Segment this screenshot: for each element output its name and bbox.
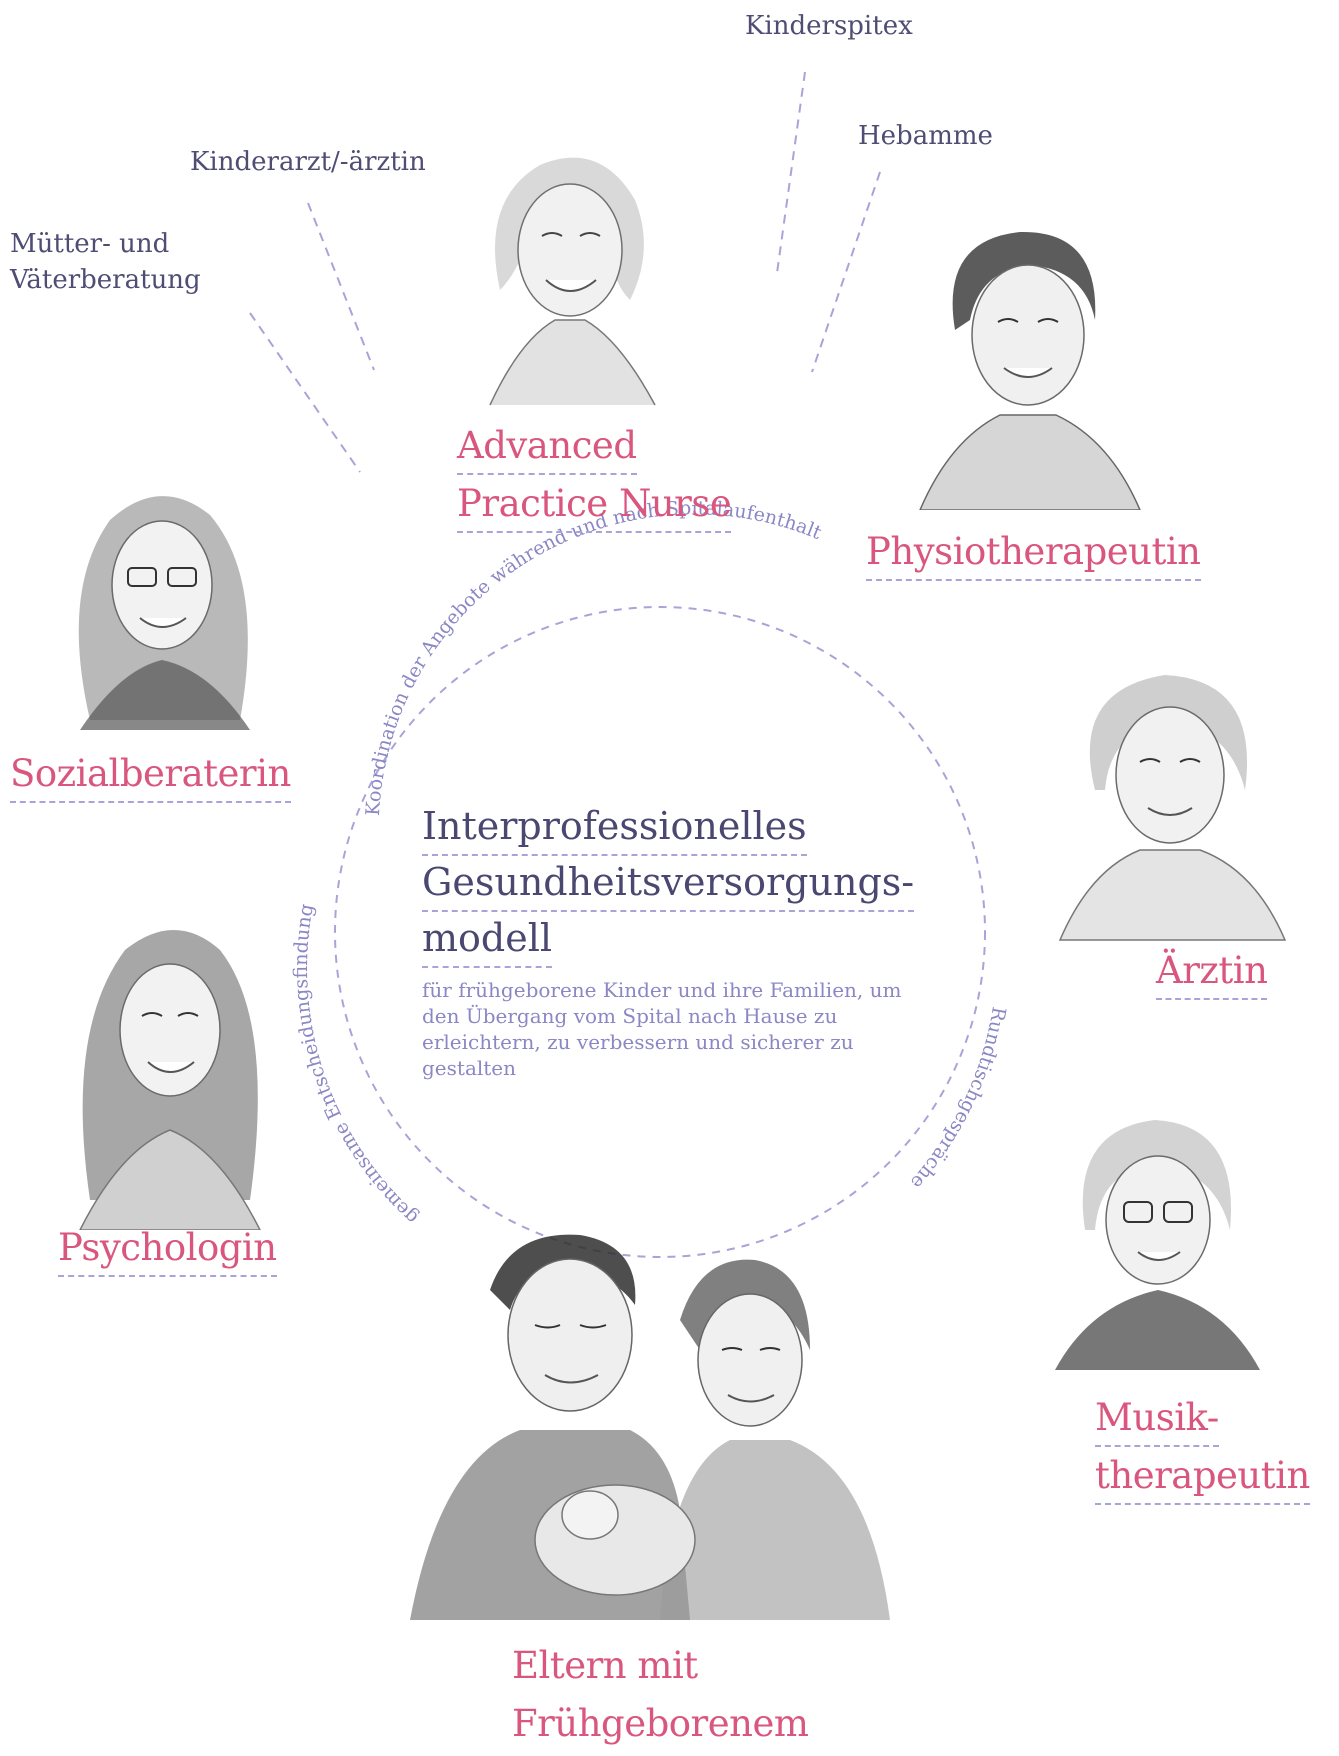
center-subtitle: für frühgeborene Kinder und ihre Familie…	[422, 978, 902, 1080]
role-aerztin: Ärztin	[1156, 945, 1268, 1003]
portrait-psych	[79, 930, 261, 1230]
connector-kinderspitex	[776, 71, 806, 274]
role-sozial-line1: Sozialberaterin	[10, 748, 291, 803]
care-circle	[334, 606, 986, 1258]
portrait-musik	[1055, 1120, 1260, 1370]
role-physiotherapeutin: Physiotherapeutin	[866, 526, 1201, 584]
role-apn-line1: Advanced	[457, 420, 637, 475]
portrait-physio	[919, 231, 1141, 510]
portrait-aerztin	[1058, 675, 1287, 941]
label-kinderspitex: Kinderspitex	[745, 11, 913, 41]
portrait-eltern	[410, 1234, 890, 1620]
role-apn-line2: Practice Nurse	[457, 478, 732, 533]
circle-label-top: Koordination der Angebote während und na…	[362, 497, 825, 816]
role-psychologin: Psychologin	[58, 1222, 277, 1280]
circle-label-right: Rundtischgespräche	[906, 1005, 1010, 1193]
role-sozialberaterin: Sozialberaterin	[10, 748, 291, 806]
label-muetter-line2: Väterberatung	[10, 265, 201, 295]
connector-hebamme	[811, 171, 881, 373]
role-physio-line1: Physiotherapeutin	[866, 526, 1201, 581]
role-musik-line2: therapeutin	[1095, 1450, 1310, 1505]
center-title: Interprofessionelles Gesundheitsversorgu…	[422, 800, 915, 968]
role-musik-line1: Musik-	[1095, 1392, 1219, 1447]
portrait-sozial	[78, 496, 250, 730]
connector-muetter	[249, 312, 361, 473]
center-title-line1: Interprofessionelles	[422, 800, 807, 856]
center-title-line2: Gesundheitsversorgungs-	[422, 856, 915, 912]
label-muetter-vaeterberatung: Mütter- und Väterberatung	[10, 226, 201, 298]
role-advanced-practice-nurse: Advanced Practice Nurse	[457, 420, 732, 536]
role-eltern-line1: Eltern mit	[512, 1644, 698, 1687]
role-aerztin-line1: Ärztin	[1156, 945, 1268, 1000]
label-muetter-line1: Mütter- und	[10, 229, 170, 259]
portrait-apn	[489, 157, 656, 406]
role-eltern-line2: Frühgeborenem	[512, 1702, 809, 1745]
center-title-line3: modell	[422, 912, 553, 968]
label-hebamme: Hebamme	[858, 121, 993, 151]
role-musiktherapeutin: Musik- therapeutin	[1095, 1392, 1310, 1508]
role-psych-line1: Psychologin	[58, 1222, 277, 1277]
connector-kinderarzt	[307, 202, 375, 371]
label-kinderarzt: Kinderarzt/-ärztin	[190, 147, 426, 177]
role-eltern-mit-fruehgeborenem: Eltern mit Frühgeborenem	[512, 1640, 809, 1756]
circle-label-left: gemeinsame Entscheidungsfindung	[290, 902, 422, 1228]
